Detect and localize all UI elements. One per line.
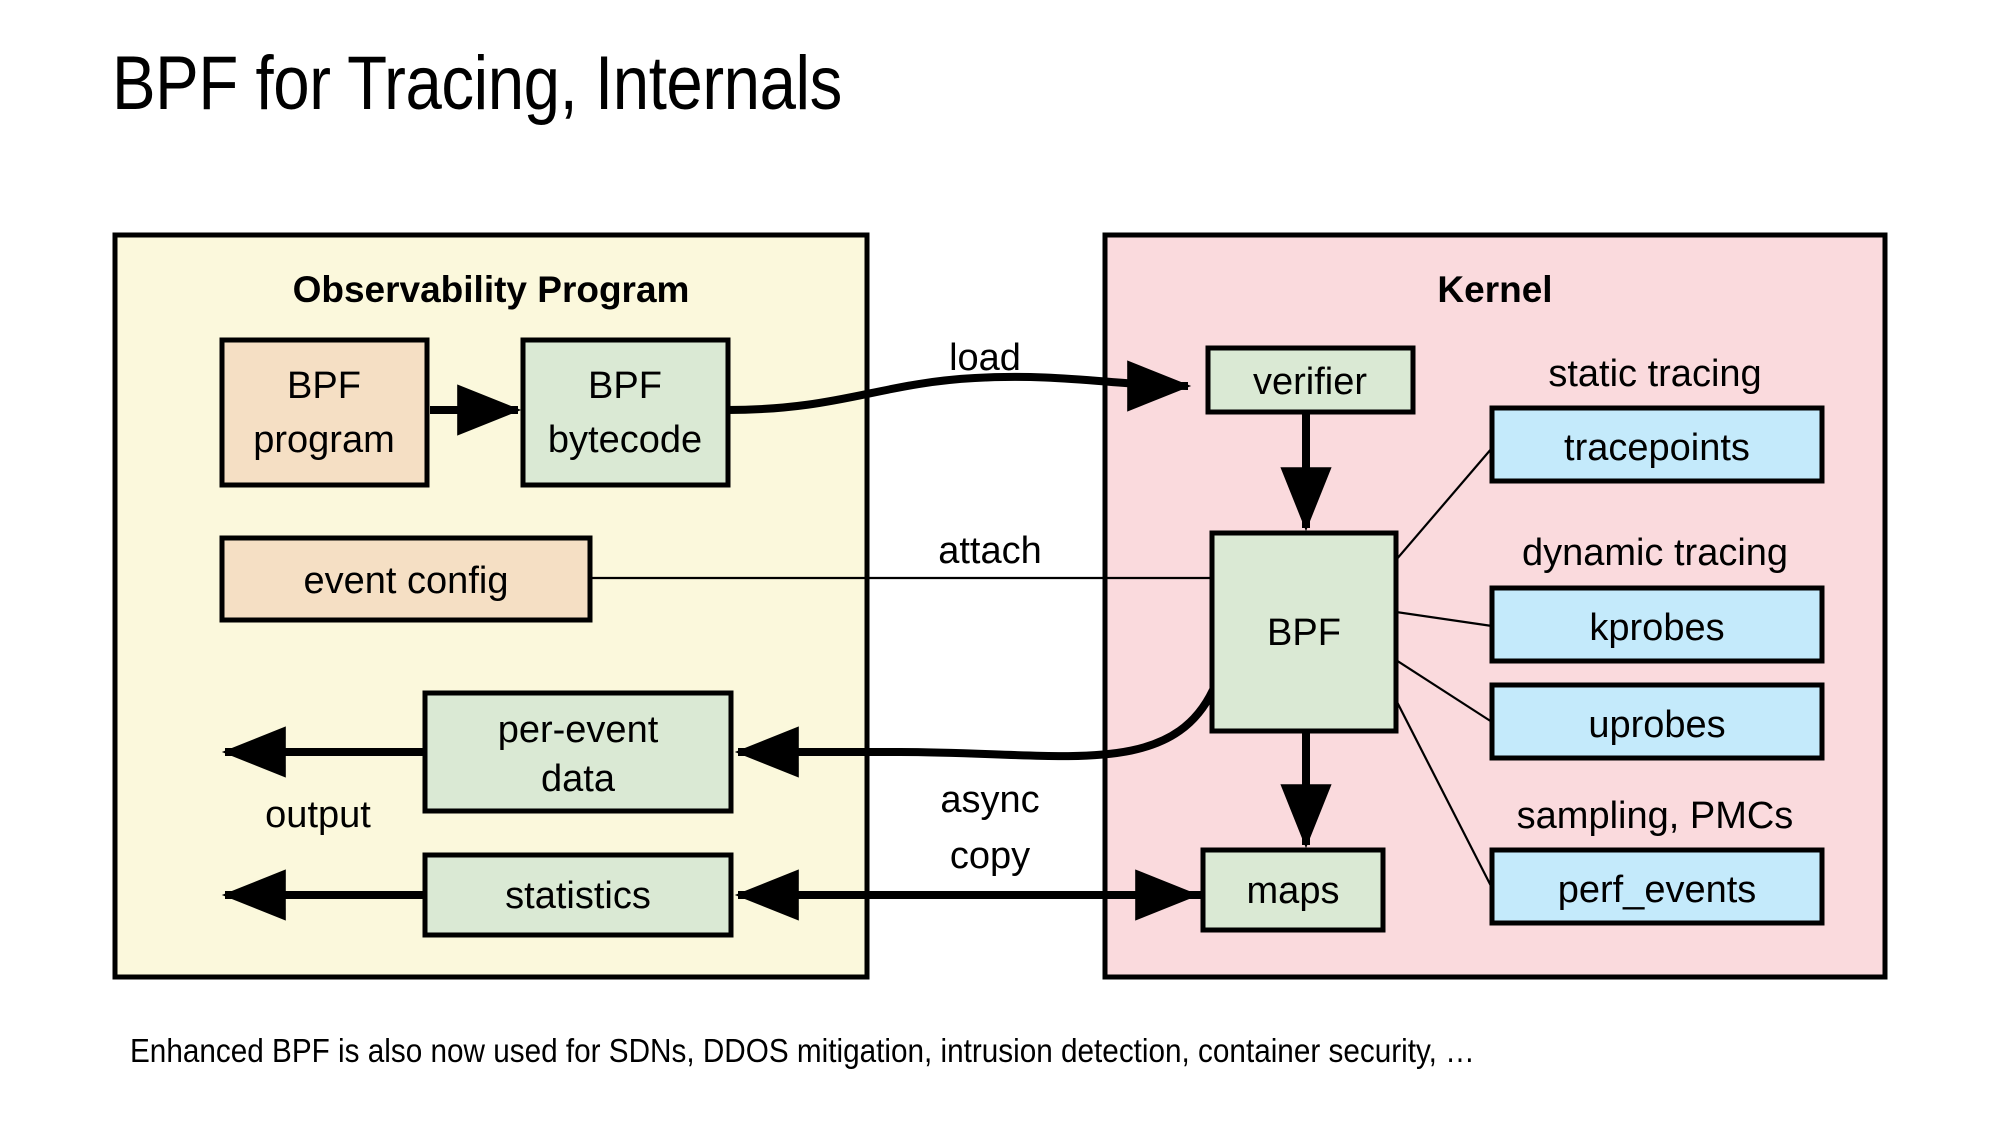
statistics-label: statistics [505,875,651,917]
uprobes-box[interactable]: uprobes [1489,682,1825,761]
maps-box[interactable]: maps [1200,847,1386,933]
page-title: BPF for Tracing, Internals [112,41,842,126]
kprobes-label: kprobes [1589,607,1724,649]
bpf-box[interactable]: BPF [1209,530,1399,734]
tracepoints-box[interactable]: tracepoints [1489,405,1825,484]
perf-events-box[interactable]: perf_events [1489,847,1825,926]
perf-events-label: perf_events [1558,869,1757,911]
tracepoints-label: tracepoints [1564,427,1750,469]
kprobes-box[interactable]: kprobes [1489,585,1825,664]
load-edge-label: load [949,337,1021,379]
sampling-pmcs-group-label: sampling, PMCs [1517,795,1794,837]
attach-edge-label: attach [938,530,1042,572]
observability-program-title: Observability Program [293,269,690,310]
bpf-program-label-line1: BPF [287,365,361,407]
bpf-bytecode-label-line2: bytecode [548,419,702,461]
event-config-box[interactable]: event config [219,535,593,623]
bpf-label: BPF [1267,612,1341,654]
dynamic-tracing-group-label: dynamic tracing [1522,532,1788,574]
edge-bpf-tracepoints [1395,447,1493,561]
event-config-label: event config [304,560,509,602]
per-event-data-label-line1: per-event [498,709,659,751]
bpf-program-label-line2: program [253,419,395,461]
edge-bpf-kprobes [1395,610,1493,628]
kernel-panel-title: Kernel [1437,269,1552,310]
async-edge-label-line1: async [940,779,1039,821]
per-event-data-label-line2: data [541,758,616,800]
edge-bpf-uprobes [1395,659,1493,723]
edge-load [726,360,1192,414]
bpf-program-box[interactable]: BPF program [219,337,430,488]
verifier-label: verifier [1253,361,1367,403]
verifier-box[interactable]: verifier [1205,345,1416,415]
footnote-text: Enhanced BPF is also now used for SDNs, … [130,1032,1475,1069]
bpf-bytecode-label-line1: BPF [588,365,662,407]
output-edge-label: output [265,794,371,836]
static-tracing-group-label: static tracing [1548,353,1761,395]
edge-bpf-perf-events [1395,699,1493,889]
async-edge-label-line2: copy [950,835,1030,877]
maps-label: maps [1247,870,1340,912]
edge-async-copy [734,688,1217,778]
per-event-data-box[interactable]: per-event data [422,690,734,814]
bpf-bytecode-box[interactable]: BPF bytecode [520,337,731,488]
uprobes-label: uprobes [1588,704,1725,746]
statistics-box[interactable]: statistics [422,852,734,938]
